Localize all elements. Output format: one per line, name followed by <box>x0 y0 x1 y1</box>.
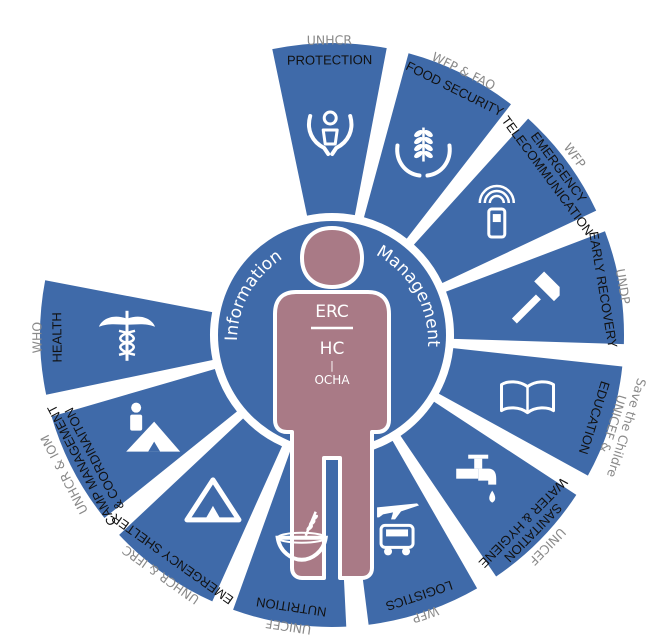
hammer-icon <box>511 271 560 324</box>
cluster-sector-6 <box>400 401 577 577</box>
agency-label: UNICEF <box>264 616 312 638</box>
hands-holding-wheat-icon <box>395 127 452 178</box>
cluster-sector-4 <box>446 231 624 345</box>
cluster-sector-9 <box>119 418 282 602</box>
food-bowl-icon <box>275 511 329 562</box>
cluster-label: HEALTH <box>49 312 64 362</box>
agency-label: WHO <box>29 322 44 354</box>
hc-ocha-divider: | <box>330 359 334 372</box>
open-book-icon <box>500 380 556 415</box>
cluster-label: PROTECTION <box>287 52 372 68</box>
person-figure-body <box>273 226 391 580</box>
person-figure <box>273 226 391 580</box>
ocha-label: OCHA <box>314 373 350 387</box>
cluster-sector-3 <box>413 118 597 284</box>
caduceus-icon <box>99 310 156 361</box>
hc-label: HC <box>320 339 345 359</box>
agency-label: UNHCR <box>307 32 353 47</box>
water-tap-icon <box>456 454 497 503</box>
truck-plane-icon <box>377 503 420 556</box>
camp-person-tent-icon <box>126 402 181 452</box>
cluster-icons <box>99 110 560 562</box>
tent-icon <box>184 477 242 523</box>
agency-label: UNDP <box>613 268 634 306</box>
hands-protecting-person-icon <box>307 110 354 157</box>
erc-label: ERC <box>315 302 349 322</box>
cluster-sector-2 <box>363 53 511 239</box>
mobile-phone-signal-icon <box>478 184 516 239</box>
